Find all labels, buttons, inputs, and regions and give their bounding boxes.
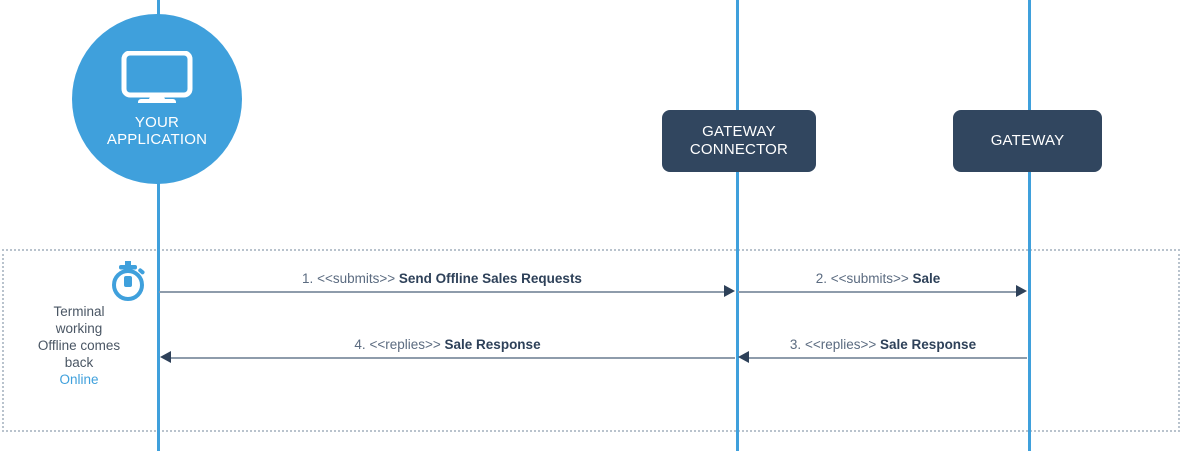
message-1-stereotype: <<submits>>	[317, 271, 396, 286]
participant-label-gateway: GATEWAY	[990, 132, 1065, 149]
participant-label-your-application: YOUR APPLICATION	[106, 113, 208, 148]
message-line-1	[159, 291, 725, 293]
message-label-1: 1. <<submits>> Send Offline Sales Reques…	[159, 271, 725, 286]
message-2-name: Sale	[912, 271, 941, 286]
message-2-number: 2.	[815, 271, 827, 286]
note-online-highlight: Online	[59, 372, 99, 387]
stopwatch-icon	[105, 258, 151, 309]
arrowhead-left-4	[160, 351, 171, 363]
note-line-1: Terminal	[53, 304, 105, 319]
note-line-3: Offline comes	[37, 338, 121, 353]
participant-gateway-connector[interactable]: GATEWAY CONNECTOR	[662, 110, 816, 172]
arrowhead-right-1	[724, 285, 735, 297]
message-label-4: 4. <<replies>> Sale Response	[160, 337, 735, 352]
message-2-stereotype: <<submits>>	[830, 271, 909, 286]
monitor-icon	[121, 50, 193, 110]
note-line-4: back	[64, 355, 94, 370]
message-3-name: Sale Response	[880, 337, 977, 352]
offline-fragment-region	[2, 249, 1180, 432]
message-3-stereotype: <<replies>>	[804, 337, 877, 352]
offline-note: Terminal working Offline comes back Onli…	[8, 303, 150, 388]
message-1-number: 1.	[302, 271, 314, 286]
message-3-number: 3.	[789, 337, 802, 352]
message-1-name: Send Offline Sales Requests	[398, 271, 582, 286]
lifeline-gateway-connector	[736, 0, 739, 451]
message-label-2: 2. <<submits>> Sale	[738, 271, 1018, 286]
participant-your-application[interactable]: YOUR APPLICATION	[72, 14, 242, 184]
note-line-2: working	[55, 321, 103, 336]
message-4-number: 4.	[354, 337, 366, 352]
participant-label-gateway-connector: GATEWAY CONNECTOR	[689, 123, 789, 158]
message-line-2	[738, 291, 1018, 293]
message-4-stereotype: <<replies>>	[369, 337, 441, 352]
arrowhead-right-2	[1016, 285, 1027, 297]
arrowhead-left-3	[738, 351, 749, 363]
lifeline-application	[157, 0, 160, 451]
message-line-3	[749, 357, 1027, 359]
lifeline-gateway	[1028, 0, 1031, 451]
message-line-4	[171, 357, 735, 359]
message-4-name: Sale Response	[444, 337, 541, 352]
participant-gateway[interactable]: GATEWAY	[953, 110, 1102, 172]
message-label-3: 3. <<replies>> Sale Response	[738, 337, 1028, 352]
